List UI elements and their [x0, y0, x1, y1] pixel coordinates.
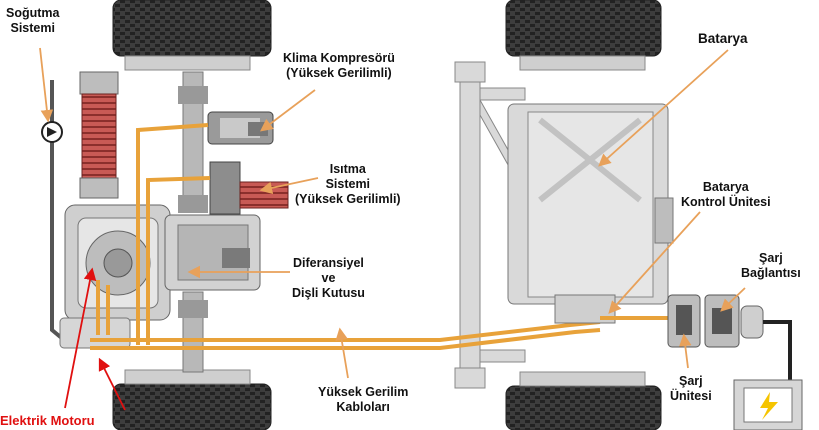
motor-callout-arrows: [64, 267, 126, 411]
chassis-frame: [454, 61, 526, 389]
label-ac-compressor: Klima Kompresörü(Yüksek Gerilimli): [283, 51, 395, 80]
label-battery: Batarya: [698, 31, 748, 46]
rear-left-tire: [112, 369, 272, 430]
label-electric-motor: Elektrik Motoru: [0, 413, 95, 428]
battery-pack: [507, 103, 674, 324]
front-left-tire: [112, 0, 272, 71]
callout-arrows: [39, 47, 746, 379]
gearbox: [164, 214, 261, 291]
cooling-system: [41, 71, 119, 347]
charge-components: [600, 294, 803, 430]
electric-motor: [59, 204, 171, 349]
heater-unit: [209, 161, 289, 215]
rear-right-tire: [505, 371, 662, 430]
front-right-tire: [505, 0, 662, 71]
